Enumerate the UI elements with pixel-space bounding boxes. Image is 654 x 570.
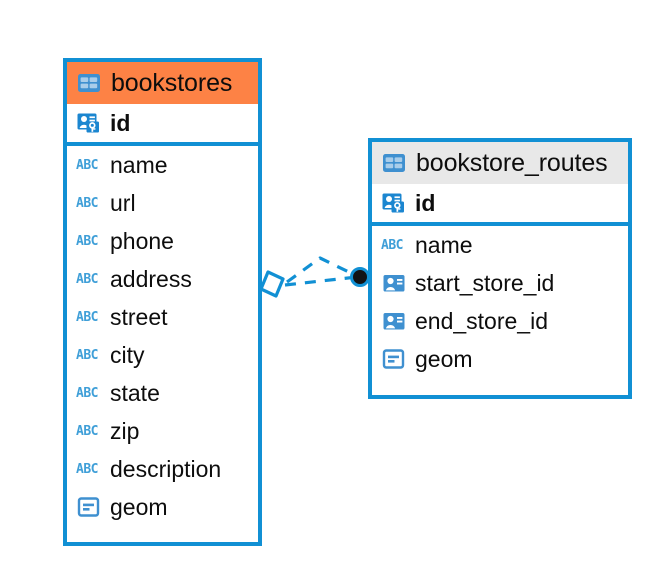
field-label-id: id — [415, 189, 436, 216]
relationship-line-lower — [284, 275, 358, 287]
field-row-zip[interactable]: ABC zip — [67, 412, 258, 450]
field-row-end-store-id[interactable]: end_store_id — [372, 302, 628, 340]
abc-text-icon: ABC — [381, 237, 403, 253]
primary-key-section-bookstores: id — [67, 104, 258, 146]
abc-text-icon: ABC — [76, 195, 98, 211]
field-label-url: url — [110, 189, 136, 216]
entity-header-bookstores: bookstores — [67, 62, 258, 104]
diamond-marker — [259, 270, 285, 298]
abc-text-icon: ABC — [76, 385, 98, 401]
field-label-geom: geom — [110, 493, 168, 520]
field-list-bookstore-routes: ABC name start_store_id — [372, 226, 628, 378]
field-list-bookstores: ABC name ABC url ABC phone ABC — [67, 146, 258, 526]
field-row-description[interactable]: ABC description — [67, 450, 258, 488]
field-label-city: city — [110, 341, 145, 368]
abc-text-icon: ABC — [76, 309, 98, 325]
relationship-line-upper — [286, 256, 358, 284]
geometry-icon — [382, 349, 405, 369]
field-label-geom: geom — [415, 345, 473, 372]
field-row-address[interactable]: ABC address — [67, 260, 258, 298]
field-label-zip: zip — [110, 417, 140, 444]
abc-text-icon: ABC — [76, 423, 98, 439]
entity-table-bookstore-routes[interactable]: bookstore_routes id — [368, 138, 632, 399]
geometry-icon — [77, 497, 100, 517]
abc-text-icon: ABC — [76, 271, 98, 287]
abc-text-icon: ABC — [76, 347, 98, 363]
field-row-id[interactable]: id — [372, 184, 628, 222]
field-row-url[interactable]: ABC url — [67, 184, 258, 222]
foreign-key-icon — [383, 313, 405, 330]
primary-key-icon — [382, 193, 404, 213]
abc-text-icon: ABC — [76, 157, 98, 173]
primary-key-section-bookstore-routes: id — [372, 184, 628, 226]
field-row-state[interactable]: ABC state — [67, 374, 258, 412]
abc-text-icon: ABC — [76, 233, 98, 249]
field-label-start-store-id: start_store_id — [415, 269, 555, 296]
field-row-phone[interactable]: ABC phone — [67, 222, 258, 260]
abc-text-icon: ABC — [76, 461, 98, 477]
field-label-end-store-id: end_store_id — [415, 307, 548, 334]
field-label-name: name — [415, 231, 473, 258]
table-icon — [383, 154, 405, 172]
field-row-street[interactable]: ABC street — [67, 298, 258, 336]
field-row-id[interactable]: id — [67, 104, 258, 142]
filled-circle-marker — [350, 267, 370, 287]
entity-table-bookstores[interactable]: bookstores id — [63, 58, 262, 546]
field-row-start-store-id[interactable]: start_store_id — [372, 264, 628, 302]
field-row-name[interactable]: ABC name — [67, 146, 258, 184]
field-label-phone: phone — [110, 227, 174, 254]
field-row-city[interactable]: ABC city — [67, 336, 258, 374]
table-icon — [78, 74, 100, 92]
entity-header-bookstore-routes: bookstore_routes — [372, 142, 628, 184]
field-label-id: id — [110, 109, 131, 136]
foreign-key-icon — [383, 275, 405, 292]
entity-title-bookstore-routes: bookstore_routes — [416, 148, 608, 177]
field-label-street: street — [110, 303, 168, 330]
entity-title-bookstores: bookstores — [111, 68, 233, 97]
relationship-lines — [284, 256, 358, 287]
field-label-description: description — [110, 455, 222, 482]
field-row-name[interactable]: ABC name — [372, 226, 628, 264]
primary-key-icon — [77, 113, 99, 133]
field-row-geom[interactable]: geom — [372, 340, 628, 378]
field-label-state: state — [110, 379, 160, 406]
field-label-name: name — [110, 151, 168, 178]
field-label-address: address — [110, 265, 192, 292]
field-row-geom[interactable]: geom — [67, 488, 258, 526]
